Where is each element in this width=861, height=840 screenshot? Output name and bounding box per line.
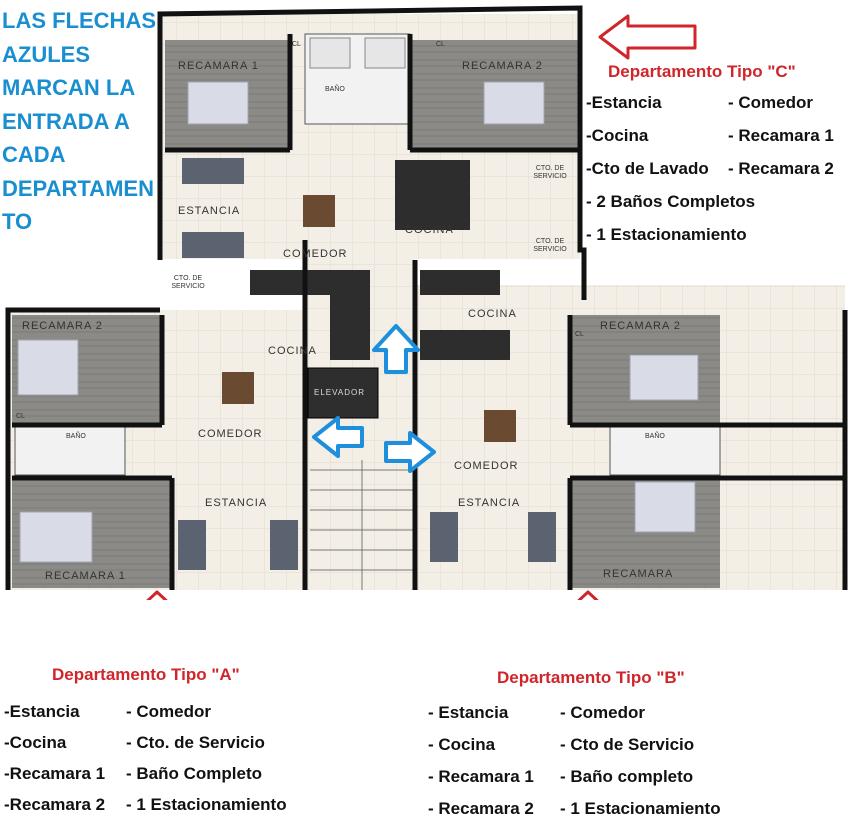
- tipo-a-title: Departamento Tipo "A": [52, 665, 240, 684]
- tipo-a-feature: -Recamara 2: [4, 795, 106, 814]
- tipo-c-feature: - Comedor: [728, 93, 813, 112]
- tipo-c-feature: -Estancia: [586, 93, 662, 112]
- room-label-recamara-1-c: RECAMARA 1: [178, 60, 259, 72]
- room-label-comedor-b: COMEDOR: [454, 460, 519, 472]
- tipo-a-feature: -Recamara 1: [4, 764, 106, 783]
- note-line: AZULES: [2, 41, 90, 67]
- tipo-b-features-col2: - Comedor - Cto de Servicio - Baño compl…: [560, 697, 721, 825]
- note-line: ENTRADA A: [2, 108, 130, 134]
- tipo-b-feature: - Recamara 1: [428, 767, 534, 786]
- tipo-c-features-col2: - Comedor - Recamara 1 - Recamara 2: [728, 86, 834, 185]
- tipo-a-feature: -Cocina: [4, 733, 67, 752]
- room-label-servicio-a: CTO. DE SERVICIO: [171, 275, 205, 290]
- unit-arrow-b: [577, 590, 599, 600]
- room-label-servicio-c: CTO. DE SERVICIO: [533, 165, 567, 180]
- tipo-c-feature: -Cocina: [586, 126, 649, 145]
- tipo-c-feature: -Cto de Lavado: [586, 159, 709, 178]
- tipo-c-feature: - 1 Estacionamiento: [586, 225, 747, 244]
- room-label-cl-2: CL: [436, 41, 445, 48]
- tipo-b-feature: - Recamara 2: [428, 799, 534, 818]
- tipo-b-feature: - Cto de Servicio: [560, 735, 695, 754]
- note-line: CADA: [2, 142, 66, 167]
- room-label-estancia-a: ESTANCIA: [205, 497, 268, 509]
- room-label-cocina-b: COCINA: [468, 308, 517, 320]
- unit-arrow-c: [598, 14, 697, 60]
- room-label-cocina-a: COCINA: [268, 345, 317, 357]
- tipo-b-feature: - Baño completo: [560, 767, 694, 786]
- room-label-comedor-a: COMEDOR: [198, 428, 263, 440]
- tipo-c-features-col1: -Estancia -Cocina -Cto de Lavado - 2 Bañ…: [586, 86, 755, 251]
- tipo-a-feature: - 1 Estacionamiento: [126, 795, 287, 814]
- tipo-c-title: Departamento Tipo "C": [608, 62, 796, 81]
- note-line: LAS FLECHAS: [2, 8, 156, 33]
- room-label-recamara-b: RECAMARA: [603, 568, 674, 580]
- note-line: MARCAN LA: [2, 75, 136, 100]
- tipo-c-feature: - Recamara 1: [728, 126, 834, 145]
- tipo-b-features-col1: - Estancia - Cocina - Recamara 1 - Recam…: [428, 697, 534, 825]
- room-label-recamara-2-c: RECAMARA 2: [462, 60, 543, 72]
- room-label-cl-1: CL: [292, 41, 301, 48]
- tipo-a-feature: - Cto. de Servicio: [126, 733, 265, 752]
- tipo-a-feature: - Baño Completo: [126, 764, 262, 783]
- tipo-a-features-col1: -Estancia -Cocina -Recamara 1 -Recamara …: [4, 696, 105, 820]
- tipo-b-feature: - Estancia: [428, 703, 509, 722]
- entry-arrow-left: [312, 416, 364, 458]
- room-label-estancia-c: ESTANCIA: [178, 205, 241, 217]
- tipo-a-feature: - Comedor: [126, 702, 211, 721]
- tipo-b-feature: - Comedor: [560, 703, 645, 722]
- elevator: [307, 367, 379, 419]
- room-label-cocina-c: COCINA: [405, 224, 454, 236]
- room-label-estancia-b: ESTANCIA: [458, 497, 521, 509]
- tipo-c-feature: - Recamara 2: [728, 159, 834, 178]
- room-label-recamara-2-b: RECAMARA 2: [600, 320, 681, 332]
- tipo-b-title: Departamento Tipo "B": [497, 668, 685, 687]
- room-label-cl-4: CL: [575, 331, 584, 338]
- room-label-comedor-c: COMEDOR: [283, 248, 348, 260]
- room-label-bano-a: BAÑO: [66, 433, 86, 440]
- tipo-b-feature: - 1 Estacionamiento: [560, 799, 721, 818]
- note-line: DEPARTAMEN: [2, 175, 154, 201]
- unit-arrow-a: [146, 590, 168, 600]
- room-label-elevador: ELEVADOR: [314, 388, 365, 397]
- note-line: TO: [2, 209, 33, 234]
- room-label-bano-b: BAÑO: [645, 433, 665, 440]
- entry-arrow-up: [372, 324, 420, 374]
- tipo-c-feature: - 2 Baños Completos: [586, 192, 756, 211]
- floor-plan: [5, 5, 848, 600]
- room-label-recamara-1-a: RECAMARA 1: [45, 570, 126, 582]
- room-label-recamara-2-a: RECAMARA 2: [22, 320, 103, 332]
- room-label-cl-3: CL: [16, 413, 25, 420]
- tipo-a-features-col2: - Comedor - Cto. de Servicio - Baño Comp…: [126, 696, 287, 820]
- room-label-bano-c: BAÑO: [325, 86, 345, 93]
- room-label-servicio-b: CTO. DE SERVICIO: [533, 238, 567, 253]
- entry-arrow-right: [384, 431, 436, 473]
- entry-arrows-note: LAS FLECHAS AZULES MARCAN LA ENTRADA A C…: [2, 4, 172, 239]
- tipo-a-feature: -Estancia: [4, 702, 80, 721]
- tipo-b-feature: - Cocina: [428, 735, 496, 754]
